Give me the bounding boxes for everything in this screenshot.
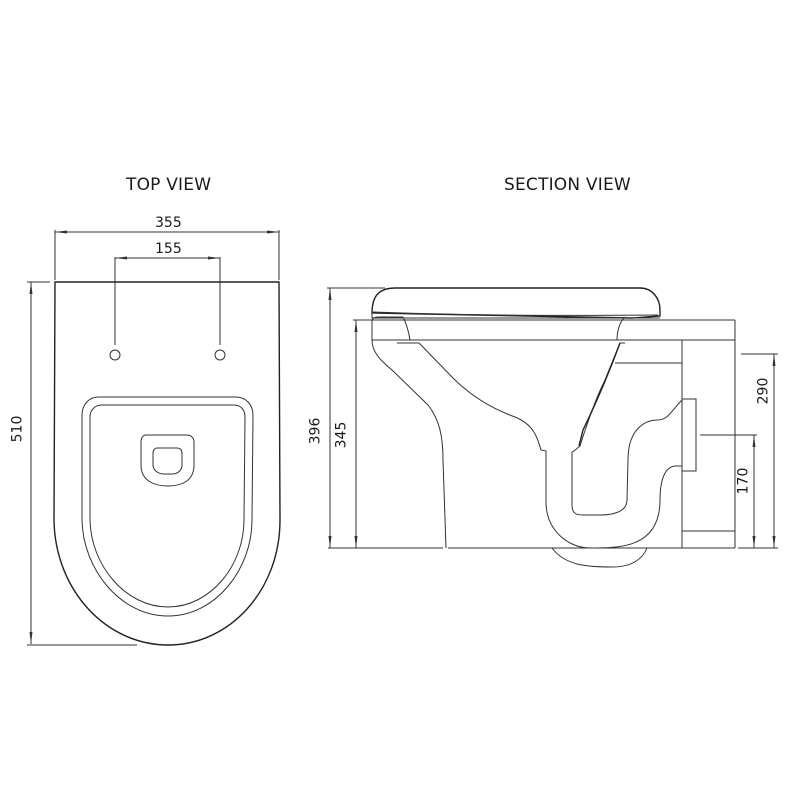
section-view-drawing bbox=[327, 287, 778, 568]
top-view-title: TOP VIEW bbox=[126, 175, 212, 195]
dim-inlet-height: 290 bbox=[755, 377, 772, 405]
dim-fixing-centres: 155 bbox=[155, 241, 182, 257]
dim-overall-length: 510 bbox=[9, 415, 26, 443]
dim-overall-height: 396 bbox=[307, 417, 324, 445]
section-view-title: SECTION VIEW bbox=[504, 175, 631, 195]
dim-rim-height: 345 bbox=[333, 421, 350, 449]
top-view-drawing bbox=[27, 230, 281, 646]
dim-outlet-height: 170 bbox=[735, 467, 752, 495]
dim-overall-width: 355 bbox=[155, 215, 182, 231]
